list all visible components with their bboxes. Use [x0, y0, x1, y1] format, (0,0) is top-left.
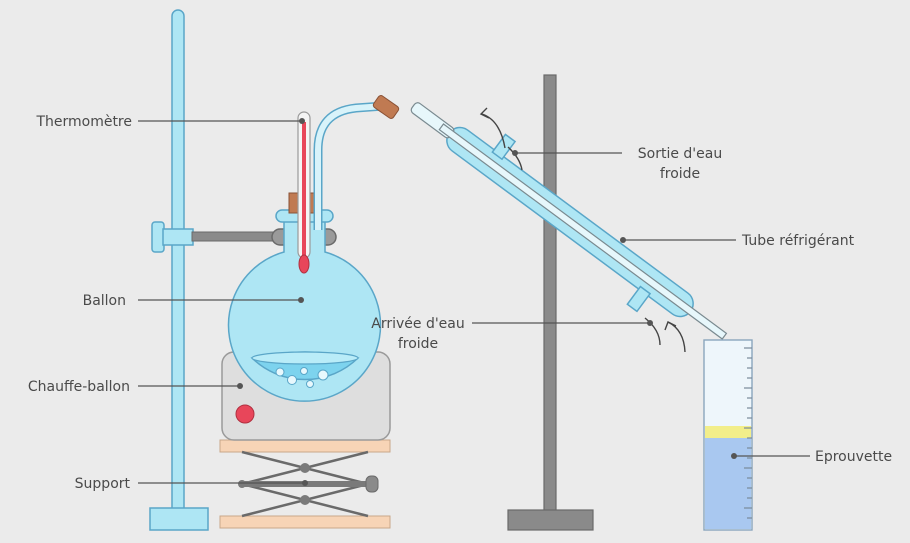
inlet-arrow-icon: [667, 321, 686, 353]
outlet-hose: [507, 146, 523, 171]
label-sortie-line1: Sortie d'eau: [638, 146, 722, 162]
cylinder-graduations: [744, 347, 752, 519]
clamp-block: [162, 228, 194, 246]
thermometer-liquid: [302, 122, 306, 264]
bubble: [275, 367, 285, 377]
right-stand: [507, 74, 594, 531]
left-stand-rod: [171, 9, 185, 516]
label-sortie-line2: froide: [660, 166, 700, 182]
bubble: [317, 369, 329, 381]
condenser-cork: [372, 95, 400, 119]
label-ballon: Ballon: [83, 293, 126, 309]
label-eprouvette: Eprouvette: [815, 449, 892, 465]
inlet-hose: [644, 317, 661, 346]
label-chauffe-ballon: Chauffe-ballon: [28, 379, 130, 395]
label-support: Support: [75, 476, 131, 492]
bent-glass-tube: [313, 95, 400, 230]
cylinder-top-layer: [705, 426, 751, 438]
liquid-surface: [251, 351, 359, 365]
heater-button: [235, 404, 255, 424]
lab-jack-pivot: [300, 463, 310, 473]
leader-lines: [138, 120, 810, 484]
bubble: [287, 375, 297, 385]
round-bottom-flask: [227, 209, 382, 402]
clamp-knob: [151, 221, 165, 253]
right-stand-base: [507, 509, 594, 531]
condenser-inner-tube: [438, 123, 728, 340]
bubble: [300, 367, 308, 375]
outlet-arrow-icon: [479, 107, 490, 119]
thermometer: [297, 111, 311, 274]
lab-jack-handle: [365, 475, 379, 493]
clamp-arm: [191, 231, 279, 242]
lab-jack-pivot: [300, 495, 310, 505]
condenser: [410, 102, 728, 340]
right-stand-rod: [543, 74, 557, 516]
cylinder-liquid: [705, 438, 751, 529]
lab-jack-pivot: [238, 480, 246, 488]
condenser-inlet-nozzle: [626, 285, 652, 313]
graduated-cylinder: [703, 339, 753, 531]
label-thermometre: Thermomètre: [35, 114, 132, 130]
label-arrivee-line2: froide: [398, 336, 438, 352]
bubble: [306, 380, 314, 388]
inlet-arrow-icon: [664, 321, 677, 331]
thermometer-bulb: [298, 254, 310, 274]
left-stand: [149, 9, 209, 531]
condenser-outlet-nozzle: [491, 133, 517, 161]
lab-jack-bottom-plate: [219, 515, 391, 529]
lab-jack-top-plate: [219, 439, 391, 453]
label-tube: Tube réfrigérant: [741, 233, 855, 249]
label-arrivee-line1: Arrivée d'eau: [371, 316, 465, 332]
left-stand-base: [149, 507, 209, 531]
leader-dots: [237, 118, 737, 486]
water-flow-arrows: [479, 107, 686, 353]
